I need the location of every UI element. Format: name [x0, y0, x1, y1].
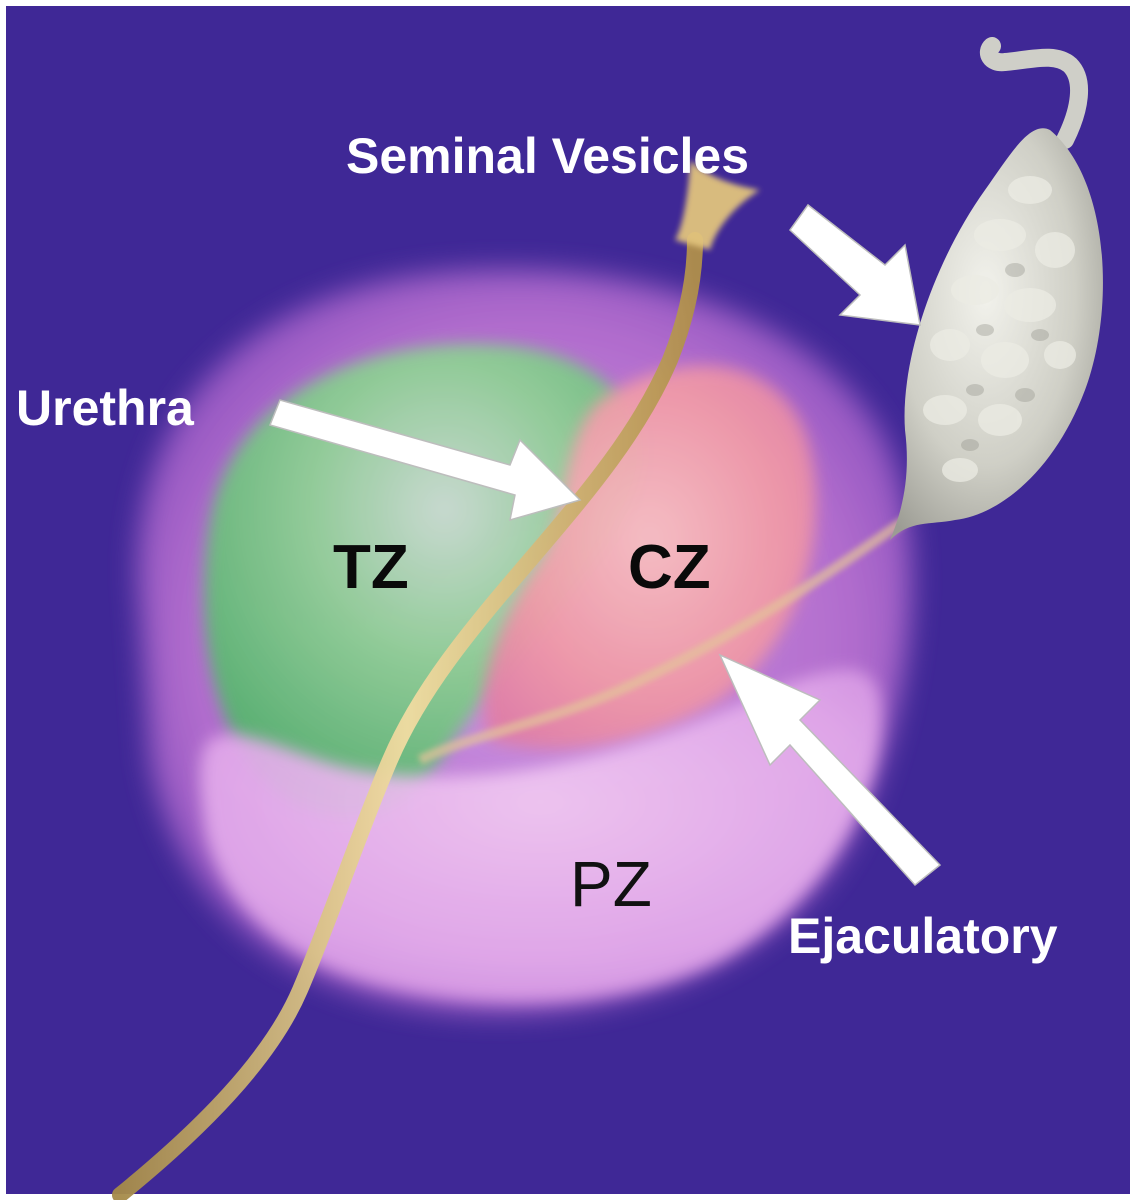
central-zone [483, 365, 816, 749]
label-seminal-vesicles: Seminal Vesicles [346, 128, 750, 184]
peripheral-zone [200, 669, 882, 1002]
seminal-vesicle-illustration [890, 37, 1103, 540]
label-peripheral-zone: PZ [570, 848, 652, 920]
label-transition-zone: TZ [333, 533, 409, 602]
ejaculatory-duct [417, 515, 908, 765]
urethra-tube [112, 232, 703, 1200]
arrow-icon [789, 203, 921, 326]
label-urethra: Urethra [16, 380, 194, 436]
label-central-zone: CZ [628, 533, 711, 602]
arrow-icon [268, 399, 582, 522]
arrow-icon [718, 653, 942, 887]
label-ejaculatory: Ejaculatory [788, 908, 1058, 964]
urethra-funnel [675, 160, 760, 250]
